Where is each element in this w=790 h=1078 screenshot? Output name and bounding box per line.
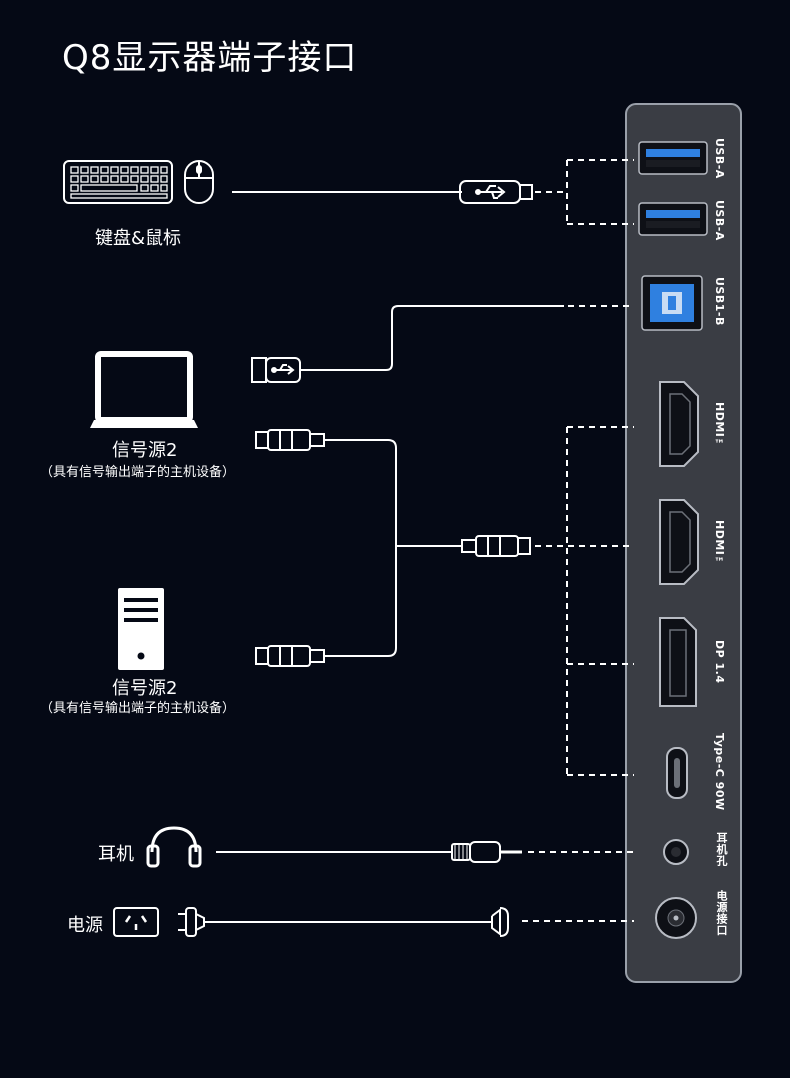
hdmi-port-1: [659, 381, 699, 467]
power-port-label: 电源接口: [715, 890, 728, 936]
keyboard-icon: [63, 160, 173, 204]
audio-port-label: 耳机孔: [715, 832, 728, 867]
power-plug-wall: [178, 907, 205, 937]
usb-a-port-2: [638, 202, 708, 236]
page-title: Q8显示器端子接口: [62, 38, 358, 78]
audio-jack-port: [663, 839, 689, 865]
hdmi-plug-monitor: [461, 535, 531, 557]
usb-a-2-label: USB-A: [713, 200, 726, 241]
hdmi-1-label: HDMI™: [713, 402, 726, 451]
keyboard-mouse-label: 键盘&鼠标: [95, 228, 182, 249]
dashed-lines: [522, 159, 634, 922]
hdmi-plug-source-1: [255, 429, 325, 451]
dp-label: DP 1.4: [713, 640, 726, 684]
power-outlet-icon: [113, 907, 159, 937]
usb-b-label: USB1-B: [713, 277, 726, 326]
headphone-label: 耳机: [98, 844, 134, 865]
hdmi-2-label: HDMI™: [713, 520, 726, 569]
power-plug-monitor: [491, 907, 509, 937]
usb-b-plug: [251, 357, 301, 383]
type-c-label: Type-C 90W: [713, 733, 726, 811]
type-c-port: [666, 747, 688, 799]
mouse-icon: [184, 160, 214, 204]
source-pc-label: 信号源2: [112, 678, 178, 699]
source-laptop-note: （具有信号输出端子的主机设备）: [40, 465, 236, 480]
power-label: 电源: [67, 915, 103, 936]
source-laptop-label: 信号源2: [112, 440, 178, 461]
usb-a-1-label: USB-A: [713, 138, 726, 179]
hdmi-port-2: [659, 499, 699, 585]
usb-a-plug: [459, 180, 533, 204]
audio-plug: [451, 841, 522, 863]
laptop-icon: [90, 351, 198, 428]
usb-b-port: [641, 275, 703, 331]
dp-port: [659, 617, 697, 707]
power-port: [655, 897, 697, 939]
pc-tower-icon: [118, 588, 164, 670]
source-pc-note: （具有信号输出端子的主机设备）: [40, 701, 236, 716]
hdmi-plug-source-2: [255, 645, 325, 667]
headphone-icon: [146, 826, 202, 868]
solid-cables: [204, 191, 564, 923]
usb-a-port-1: [638, 141, 708, 175]
